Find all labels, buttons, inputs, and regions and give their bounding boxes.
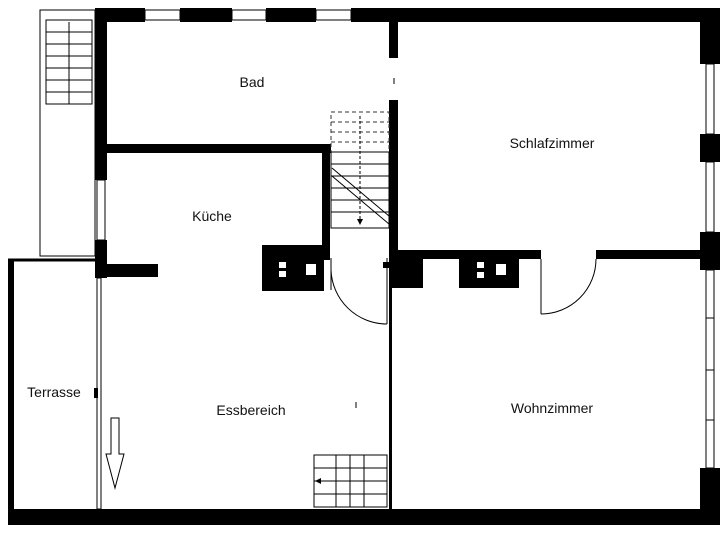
room-label-essbereich: Essbereich [216, 402, 285, 418]
stair-outdoor [39, 9, 96, 257]
terrace-outline [8, 258, 98, 509]
chimney-kitchen [262, 245, 324, 291]
interior-walls [95, 20, 706, 509]
room-label-wohnzimmer: Wohnzimmer [511, 400, 594, 416]
entrance-arrow-icon [105, 417, 125, 490]
door-hall [330, 258, 388, 325]
stair-middle [330, 116, 390, 229]
chimney-living [459, 254, 519, 288]
door-wohnzimmer [540, 258, 597, 315]
room-label-kueche: Küche [192, 208, 232, 224]
stair-basement [313, 454, 388, 508]
room-label-schlafzimmer: Schlafzimmer [510, 135, 595, 151]
windows [96, 9, 715, 510]
room-label-terrasse: Terrasse [27, 384, 81, 400]
room-label-bad: Bad [240, 74, 265, 90]
